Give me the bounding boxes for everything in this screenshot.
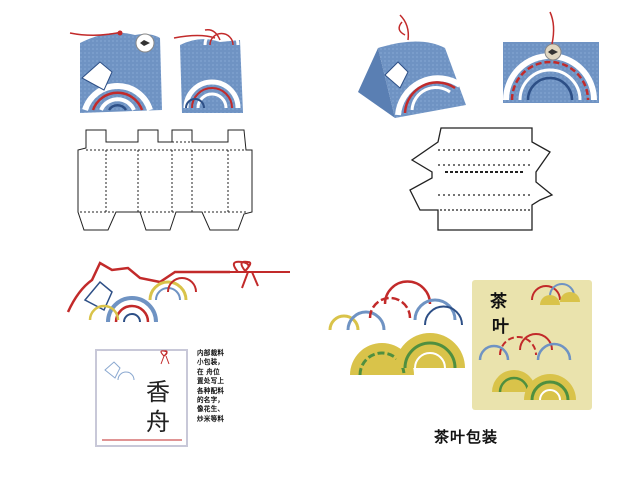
- tea-label-char-1: 茶: [490, 292, 507, 312]
- box-dieline: [77, 129, 253, 231]
- box-mockup-back: [173, 27, 243, 113]
- tea-package: [472, 280, 592, 410]
- note-line: 炒米等料: [197, 414, 225, 423]
- note-line: 在 舟位: [197, 367, 220, 376]
- triangle-box-mockup: [358, 14, 466, 118]
- flat-box-mockup: [503, 11, 599, 103]
- note-line: 置处写上: [197, 377, 225, 386]
- gift-card-title-char-1: 香: [146, 378, 170, 406]
- gift-card-title-char-2: 舟: [146, 408, 170, 436]
- note-line: 像花生、: [197, 405, 225, 414]
- note-line: 内部裁料: [197, 349, 225, 357]
- gift-card-frame: [95, 349, 188, 447]
- wave-motif-with-knot: [66, 260, 290, 323]
- gift-card-note: 内部裁料 小包装， 在 舟位 置处写上 各种配料 的名字， 像花生、 炒米等料: [197, 349, 243, 424]
- note-line: 的名字，: [197, 396, 225, 405]
- flat-dieline: [409, 127, 554, 231]
- tea-label-char-2: 叶: [492, 317, 509, 337]
- note-line: 各种配料: [197, 386, 225, 395]
- tea-wave-motif: [328, 280, 465, 376]
- box-mockup-front: [69, 30, 162, 113]
- note-line: 小包装，: [197, 358, 225, 367]
- page-caption: 茶叶包装: [434, 428, 499, 446]
